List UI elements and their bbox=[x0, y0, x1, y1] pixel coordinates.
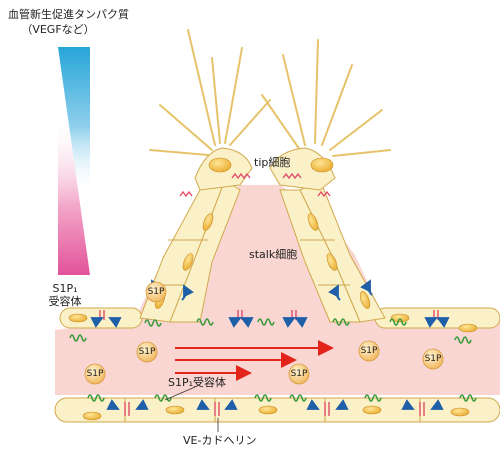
tip-cells bbox=[149, 29, 391, 191]
gradient-title-line1: 血管新生促進タンパク質 bbox=[8, 8, 129, 21]
s1p-label-2: S1P bbox=[138, 347, 156, 357]
s1p-label-1: S1P bbox=[147, 287, 165, 297]
receptor-pointer bbox=[164, 386, 196, 401]
signal-arrows bbox=[90, 279, 450, 410]
s1p1-receptor-label: S1P₁受容体 bbox=[168, 376, 227, 389]
stalk-cell-label: stalk細胞 bbox=[249, 248, 298, 261]
s1p1-receptors bbox=[69, 318, 477, 402]
s1p-molecules bbox=[84, 281, 444, 385]
vessel bbox=[54, 29, 500, 432]
s1p-label-4: S1P bbox=[290, 369, 308, 379]
vessel-lumen bbox=[55, 185, 500, 395]
lower-wall bbox=[54, 397, 500, 423]
gradient-bottom-line2: 受容体 bbox=[48, 295, 82, 308]
s1p-label-3: S1P bbox=[86, 369, 104, 379]
gradient-bottom-line1: S1P₁ bbox=[52, 282, 78, 295]
s1p-label-5: S1P bbox=[360, 346, 378, 356]
gradient-title-line2: （VEGFなど） bbox=[21, 23, 95, 36]
s1p1-gradient-bar bbox=[58, 47, 90, 275]
s1p-label-6: S1P bbox=[424, 354, 442, 364]
flow-arrows bbox=[175, 340, 334, 381]
ve-cadherin-junctions bbox=[99, 172, 439, 416]
gradient-legend bbox=[58, 47, 90, 275]
tip-cell-label: tip細胞 bbox=[254, 156, 291, 169]
ve-cadherin-label: VE-カドヘリン bbox=[183, 434, 257, 447]
filopodia bbox=[149, 29, 391, 157]
